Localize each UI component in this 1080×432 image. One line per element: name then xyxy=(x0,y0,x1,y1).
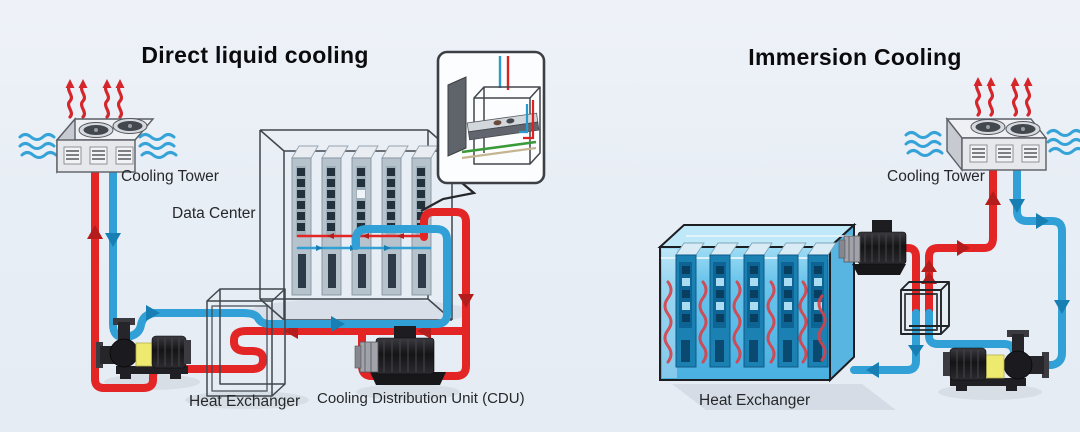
cold-plate-inset xyxy=(420,50,546,212)
submerged-server xyxy=(709,242,739,368)
water-pump-right xyxy=(943,330,1049,391)
cooling-tower-label-left: Cooling Tower xyxy=(121,168,219,185)
submerged-server xyxy=(675,242,705,368)
cooling-tower-label-right: Cooling Tower xyxy=(887,168,985,185)
submerged-server xyxy=(807,242,837,368)
immersion-cooling-diagram xyxy=(657,77,1080,391)
server-rack xyxy=(381,145,409,296)
left-diagram-title: Direct liquid cooling xyxy=(141,42,369,68)
cold-pipe-left-loop xyxy=(105,166,451,342)
cdu-label: Cooling Distribution Unit (CDU) xyxy=(317,390,525,407)
immersion-pump xyxy=(838,220,907,275)
server-rack xyxy=(321,145,349,296)
server-rack xyxy=(291,145,319,296)
submerged-server xyxy=(743,242,773,368)
heat-convection-lines xyxy=(663,280,827,364)
hot-pipe-left-loop xyxy=(87,166,474,392)
cooling-tower-left-icon xyxy=(18,79,178,174)
rack-manifolds xyxy=(296,233,432,251)
tower-vents xyxy=(63,146,134,165)
tower-vents xyxy=(969,144,1040,163)
right-diagram-title: Immersion Cooling xyxy=(748,44,962,70)
heat-exchanger-left xyxy=(206,288,286,397)
submerged-server xyxy=(777,242,807,368)
circulation-pump-left xyxy=(96,318,191,379)
cooling-tower-right-icon xyxy=(904,77,1080,173)
immersion-tank xyxy=(657,222,857,383)
direct-liquid-cooling-diagram xyxy=(18,50,546,397)
server-rack xyxy=(351,145,379,296)
cdu-pump xyxy=(354,326,446,385)
hot-pipe-right-loop xyxy=(834,164,1001,317)
heat-exchanger-label-left: Heat Exchanger xyxy=(189,393,301,410)
data-center-label: Data Center xyxy=(172,205,256,222)
server-racks xyxy=(291,145,439,296)
heat-exchanger-label-right: Heat Exchanger xyxy=(699,392,811,409)
plate-heat-exchanger xyxy=(900,281,950,335)
submerged-servers xyxy=(675,242,837,368)
